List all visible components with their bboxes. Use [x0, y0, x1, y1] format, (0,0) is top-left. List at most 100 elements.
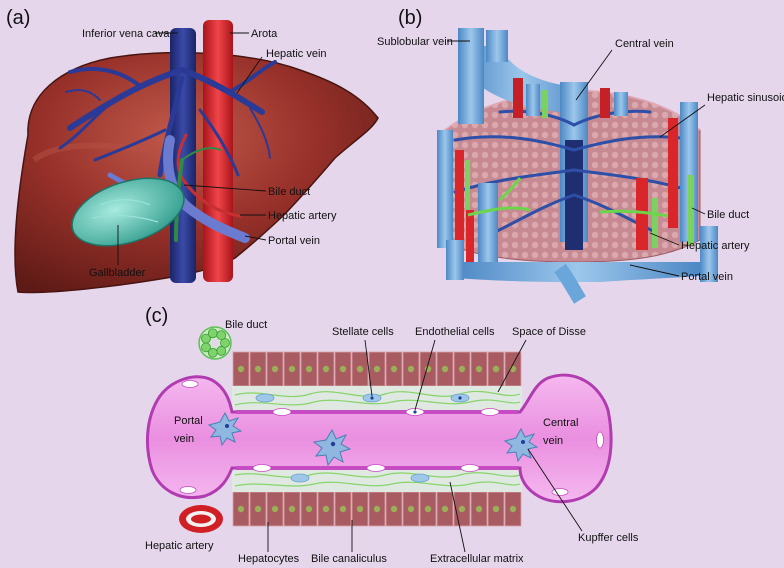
hepatocyte-nucleus	[424, 505, 432, 513]
leader-kupffer-cells	[527, 448, 583, 532]
label-bile-duct-c: Bile duct	[225, 319, 267, 331]
panel-c: (c) Bile duct Stellate cells Endothelial…	[145, 305, 639, 565]
hepatocyte-row-top	[232, 351, 522, 387]
extracellular-matrix-fibers	[234, 390, 521, 487]
label-hepatic-artery-c: Hepatic artery	[145, 540, 214, 552]
hepatocyte-nucleus	[237, 505, 245, 513]
hepatic-artery-ring	[179, 505, 223, 533]
hepatocyte-nucleus	[288, 505, 296, 513]
hepatocyte-nucleus	[305, 365, 313, 373]
label-portal-vein-a: Portal vein	[268, 235, 320, 247]
hepatocyte-nucleus	[254, 505, 262, 513]
space-of-disse-bottom	[232, 468, 522, 492]
label-hepatocytes: Hepatocytes	[238, 553, 300, 565]
bile-duct-cell	[216, 345, 227, 356]
leader-extracellular-matrix	[449, 481, 466, 553]
label-endothelial-cells: Endothelial cells	[415, 326, 495, 338]
hepatocyte-nucleus	[458, 365, 466, 373]
hepatocyte-nucleus	[271, 505, 279, 513]
hepatocyte-nucleus	[339, 505, 347, 513]
label-hepatic-sinusoid: Hepatic sinusoid	[707, 92, 784, 104]
kupffer-cells	[207, 411, 539, 467]
hepatocyte-nucleus	[475, 365, 483, 373]
hepatocyte-nucleus	[339, 365, 347, 373]
bile-duct-cell	[216, 330, 227, 341]
panel-b-label: (b)	[398, 7, 422, 29]
hepatocyte-nucleus	[390, 365, 398, 373]
hepatocyte-nucleus	[441, 505, 449, 513]
hepatocyte-nucleus	[509, 505, 517, 513]
label-bile-duct-a: Bile duct	[268, 186, 310, 198]
gallbladder-shape	[71, 177, 185, 247]
hepatocyte-nucleus	[458, 505, 466, 513]
leader-bile-duct-b	[691, 207, 706, 215]
label-inferior-vena-cava: Inferior vena cava	[82, 28, 170, 40]
label-aorta: Arota	[251, 28, 278, 40]
leader-stellate-cells	[364, 339, 373, 397]
hepatocyte-nucleus	[254, 365, 262, 373]
hepatocyte-nucleus	[407, 505, 415, 513]
label-central-vein-c-line2: vein	[543, 435, 563, 447]
bile-duct-cell	[207, 347, 218, 358]
leader-hepatic-vein	[236, 56, 263, 94]
hepatocyte-nucleus	[373, 505, 381, 513]
leader-portal-vein-b	[629, 264, 680, 277]
bile-duct-cell	[207, 328, 218, 339]
hepatocyte-nucleus	[322, 365, 330, 373]
label-bile-canaliculus: Bile canaliculus	[311, 553, 387, 565]
label-central-vein-c-line1: Central	[543, 417, 578, 429]
hepatocyte-nucleus	[356, 365, 364, 373]
hepatocyte-nucleus	[237, 365, 245, 373]
hepatocyte-nucleus	[441, 365, 449, 373]
label-portal-vein-c-line2: vein	[174, 433, 194, 445]
hepatocyte-nucleus	[322, 505, 330, 513]
bile-duct-cell	[201, 333, 211, 344]
portal-vein-base	[455, 262, 700, 282]
label-hepatic-artery-a: Hepatic artery	[268, 210, 337, 222]
hepatocyte-nucleus	[373, 365, 381, 373]
bile-ducts-b	[467, 177, 669, 218]
label-portal-vein-c-line1: Portal	[174, 415, 203, 427]
panel-b: (b) Sublobular vein Central vein Hepatic…	[377, 7, 784, 304]
bile-duct-cell	[201, 342, 211, 353]
portal-triad-right	[668, 102, 698, 245]
hepatocyte-nucleus	[407, 365, 415, 373]
aorta-vessel	[203, 20, 233, 282]
label-kupffer-cells: Kupffer cells	[578, 532, 639, 544]
label-stellate-cells: Stellate cells	[332, 326, 394, 338]
leader-space-of-disse	[497, 339, 527, 393]
panel-a: (a) Inferior vena cava Arota Hepatic vei…	[6, 7, 379, 294]
hepatocyte-row-bottom	[232, 491, 522, 527]
leader-bile-duct-a	[183, 184, 267, 192]
leader-hepatic-sinusoid	[659, 104, 706, 138]
label-hepatic-vein: Hepatic vein	[266, 48, 327, 60]
panel-c-label: (c)	[145, 305, 168, 327]
hepatocyte-nucleus	[271, 365, 279, 373]
leader-endothelial-cells	[414, 339, 436, 411]
portal-triad-front-left	[466, 183, 498, 273]
label-portal-vein-b: Portal vein	[681, 271, 733, 283]
hepatocyte-nucleus	[356, 505, 364, 513]
label-sublobular-vein: Sublobular vein	[377, 36, 453, 48]
leader-hepatic-artery-b	[649, 232, 680, 246]
liver-shape	[14, 51, 379, 294]
label-central-vein-b: Central vein	[615, 38, 674, 50]
leader-portal-vein-a	[244, 235, 267, 241]
label-bile-duct-b: Bile duct	[707, 209, 749, 221]
portal-triad-left	[437, 130, 470, 250]
label-gallbladder: Gallbladder	[89, 267, 146, 279]
hepatocyte-nucleus	[492, 505, 500, 513]
bile-duct-cell	[220, 338, 230, 348]
sinusoid-lumen	[146, 373, 613, 504]
portal-triad-top	[513, 78, 628, 118]
hepatocyte-nucleus	[288, 365, 296, 373]
hepatocyte-nucleus	[305, 505, 313, 513]
bile-duct-rosette	[198, 326, 232, 360]
hepatocyte-nucleus	[390, 505, 398, 513]
inferior-vena-cava-vessel	[170, 28, 196, 283]
hepatic-vein-tree	[58, 60, 277, 178]
panel-a-label: (a)	[6, 7, 30, 29]
hepatocyte-nucleus	[475, 505, 483, 513]
